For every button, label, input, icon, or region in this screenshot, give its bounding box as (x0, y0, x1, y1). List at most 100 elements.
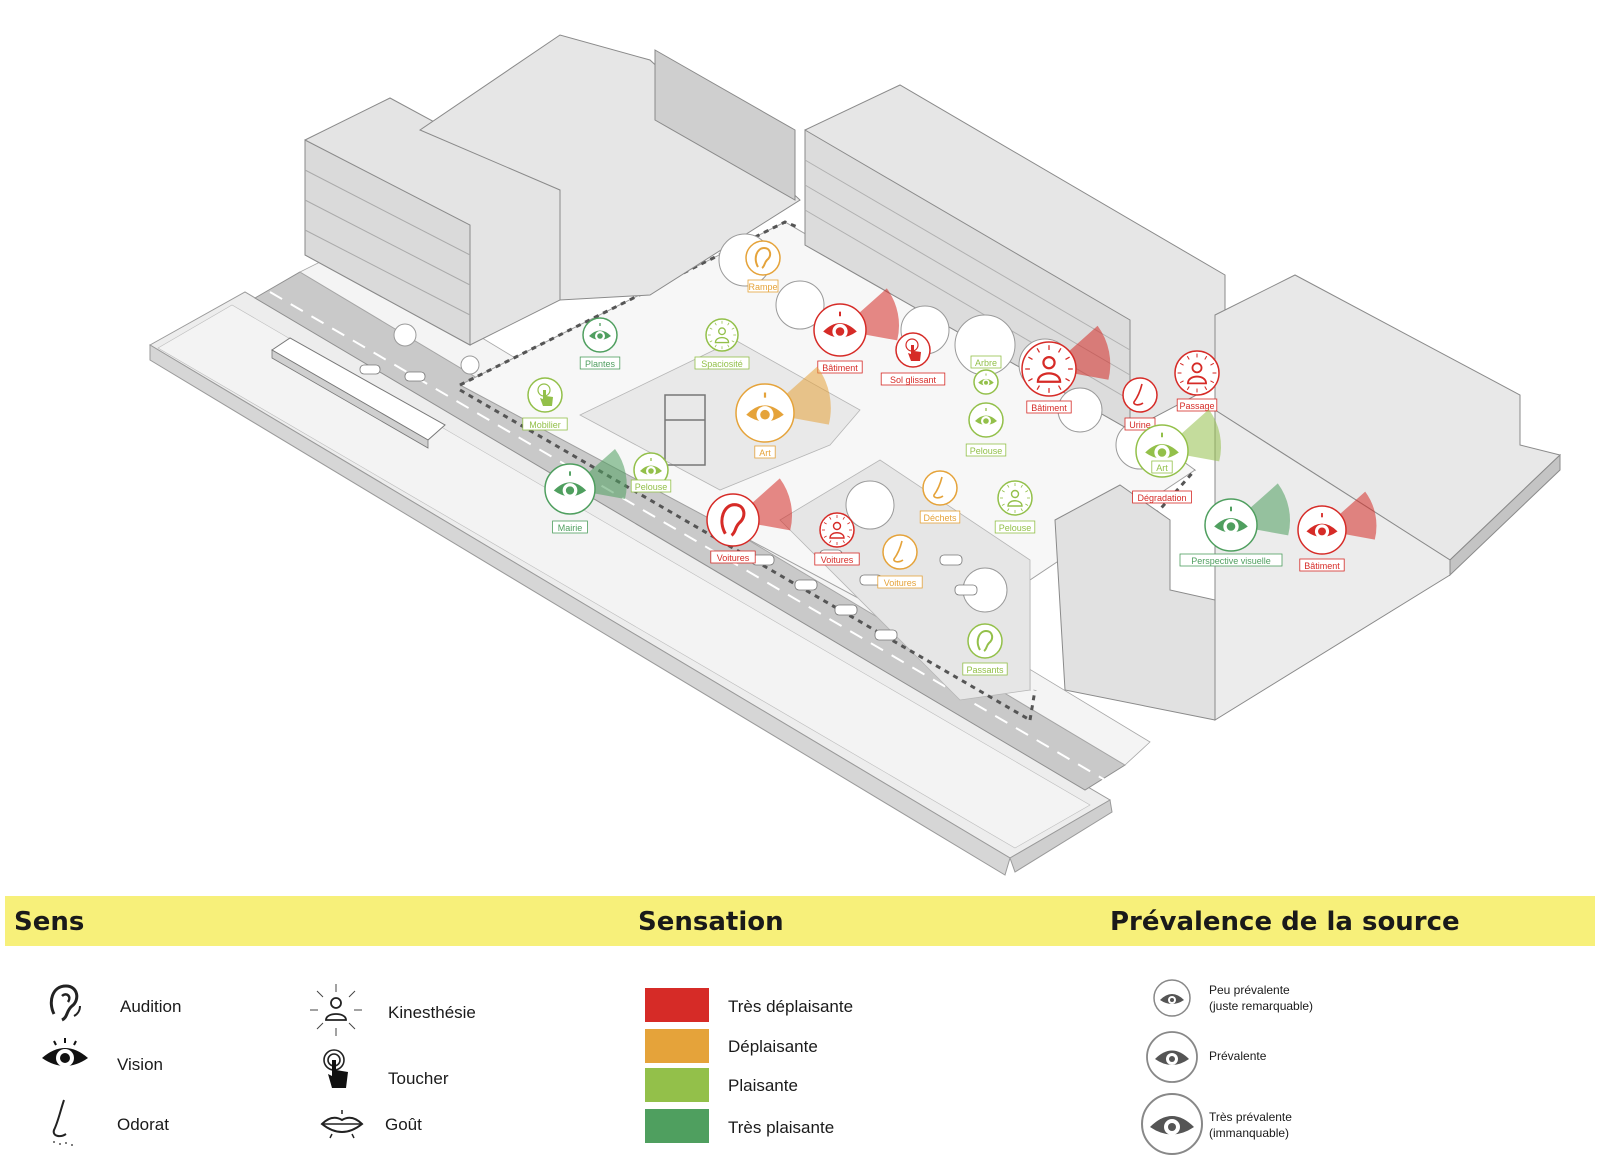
marker-label: Déchets (923, 513, 957, 523)
eye-pupil (1226, 522, 1236, 531)
prevalence-medium-line1: Prévalente (1209, 1049, 1267, 1063)
marker-label: Sol glissant (890, 375, 937, 385)
marker-vision-22: Bâtiment (1297, 491, 1377, 572)
prevalence-medium-icon (1146, 1031, 1198, 1083)
radiating-ray (1210, 362, 1215, 366)
marker-label: Pelouse (635, 482, 668, 492)
marker-label: Mobilier (529, 420, 561, 430)
radiating-ray (727, 322, 730, 326)
prevalence-low-icon (1153, 979, 1191, 1017)
legend-sens-kinesthesie: Kinesthésie (388, 1003, 476, 1022)
marker-label: Dégradation (1137, 493, 1186, 503)
person-body-icon (829, 532, 845, 539)
legend-title-prevalence: Prévalence de la source (1110, 907, 1460, 937)
marker-vision-10: Arbre (970, 355, 1002, 395)
radiating-ray (1210, 380, 1215, 384)
radiating-ray (1186, 355, 1190, 360)
marker-label-box (1124, 417, 1156, 431)
eye-pupil (1318, 527, 1326, 536)
marker-label: Pelouse (970, 446, 1003, 456)
marker-label: Art (1156, 463, 1168, 473)
marker-label-box (579, 356, 621, 370)
marker-audition-18: Voitures (706, 478, 793, 564)
eye-pupil (760, 409, 770, 420)
marker-label: Bâtiment (1304, 561, 1340, 571)
marker-vision-11: Pelouse (965, 402, 1007, 457)
parked-cars (359, 364, 978, 641)
mouth-icon (320, 1110, 364, 1139)
radiating-ray (1036, 348, 1041, 353)
radiating-ray (1001, 503, 1005, 506)
radiating-ray (1001, 490, 1005, 493)
radiating-ray (1204, 386, 1208, 391)
marker-circle (745, 240, 781, 276)
nose-icon (1133, 383, 1144, 406)
marker-label-box (1132, 490, 1192, 504)
marker-label: Voitures (884, 578, 917, 588)
legend-sensation-plaisante: Plaisante (728, 1076, 798, 1095)
eye-pupil (1157, 448, 1167, 457)
marker-label: Bâtiment (822, 363, 858, 373)
marker-label-box (817, 360, 863, 374)
ear-icon (720, 503, 746, 537)
marker-label: Bâtiment (1031, 403, 1067, 413)
marker-toucher-8: Mobilier (522, 377, 568, 431)
radiating-ray (1186, 386, 1190, 391)
marker-label-box (965, 443, 1007, 457)
marker-label-box (552, 520, 588, 534)
finger-touch-icon (540, 390, 553, 406)
marker-label-box (1151, 460, 1173, 474)
legend-prevalence-medium: Prévalente (1209, 1048, 1266, 1064)
marker-label: Perspective visuelle (1191, 556, 1271, 566)
marker-label-box (970, 355, 1002, 369)
marker-label-box (1026, 400, 1072, 414)
marker-circle (922, 470, 958, 506)
radiating-ray (1065, 377, 1070, 382)
radiating-ray (1057, 348, 1062, 353)
marker-label: Spaciosité (701, 359, 743, 369)
eye-pupil (983, 418, 989, 424)
radiating-ray (1028, 356, 1033, 361)
prevalence-high-line2: (immanquable) (1209, 1126, 1290, 1140)
swatch-plaisante (645, 1068, 709, 1102)
radiating-ray (1179, 362, 1184, 366)
marker-label-box (962, 662, 1008, 676)
radiating-ray (714, 322, 717, 326)
radiating-ray (842, 516, 845, 520)
person-radiating-icon (310, 984, 362, 1036)
radiating-ray (1057, 385, 1062, 390)
legend-sens-audition: Audition (120, 997, 182, 1016)
marker-label: Urine (1129, 420, 1151, 430)
radiating-ray (1020, 508, 1023, 512)
person-head-icon (1010, 489, 1020, 499)
radiating-ray (731, 327, 735, 330)
radiating-ray (1204, 355, 1208, 360)
radiating-ray (1007, 508, 1010, 512)
marker-label-box (877, 575, 923, 589)
person-body-icon (1187, 375, 1207, 385)
radiating-ray (842, 540, 845, 544)
eye-pupil (565, 486, 575, 495)
marker-vision-13: Dégradation (1132, 490, 1192, 504)
radiating-ray (1028, 377, 1033, 382)
legend-title-sens: Sens (14, 907, 85, 937)
marker-vision-12: Art (1135, 409, 1222, 478)
marker-label-box (880, 372, 946, 386)
legend-sens-odorat: Odorat (117, 1115, 169, 1134)
radiating-ray (829, 516, 832, 520)
marker-vision-15: Mairie (544, 449, 627, 534)
radiating-ray (829, 540, 832, 544)
prevalence-high-icon (1141, 1093, 1203, 1155)
person-head-icon (1042, 355, 1056, 370)
marker-label: Passage (1179, 401, 1214, 411)
eye-pupil (984, 380, 988, 385)
marker-label-box (1179, 553, 1283, 567)
legend-sens-vision: Vision (117, 1055, 163, 1074)
marker-odorat-20: Voitures (877, 534, 923, 589)
legend-sensation-tres-plaisante: Très plaisante (728, 1118, 835, 1137)
marker-audition-0: Rampe (745, 240, 781, 293)
marker-circle (882, 534, 918, 570)
radiating-ray (709, 327, 713, 330)
radiating-ray (727, 344, 730, 348)
